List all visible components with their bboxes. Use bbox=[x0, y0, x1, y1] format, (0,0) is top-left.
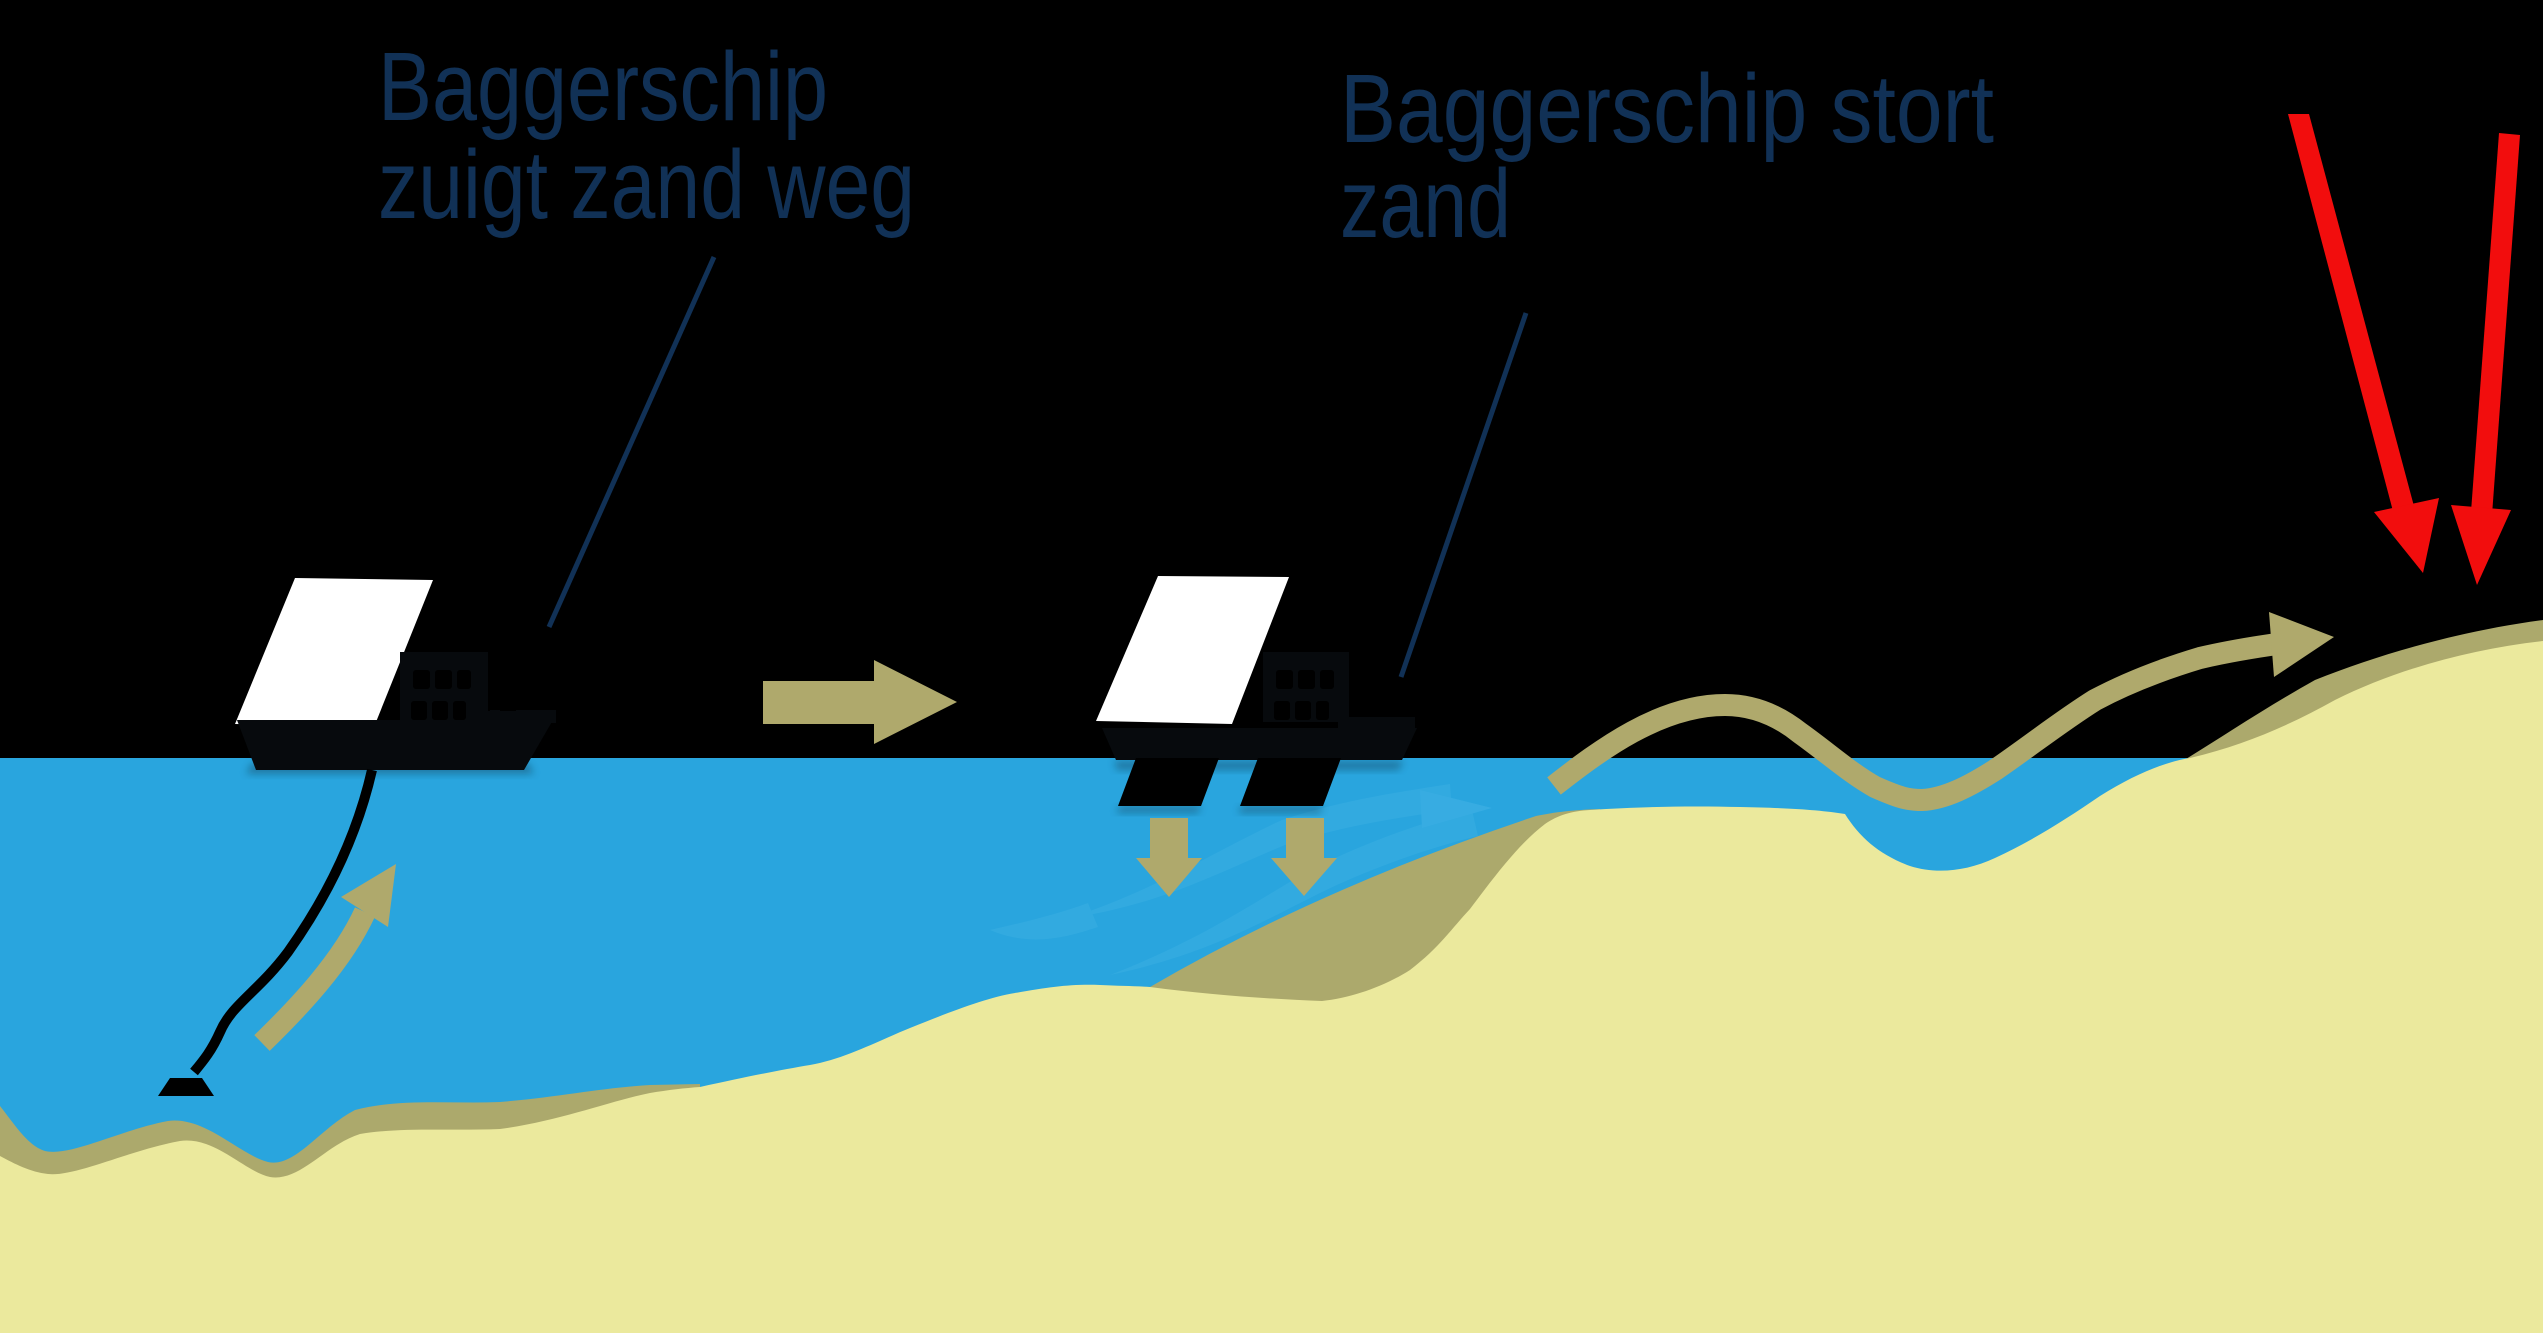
svg-text:Baggerschip stort: Baggerschip stort bbox=[1340, 54, 1994, 163]
svg-text:Baggerschip: Baggerschip bbox=[378, 32, 828, 141]
svg-text:zuigt zand weg: zuigt zand weg bbox=[378, 130, 915, 239]
svg-text:zand: zand bbox=[1340, 149, 1511, 258]
